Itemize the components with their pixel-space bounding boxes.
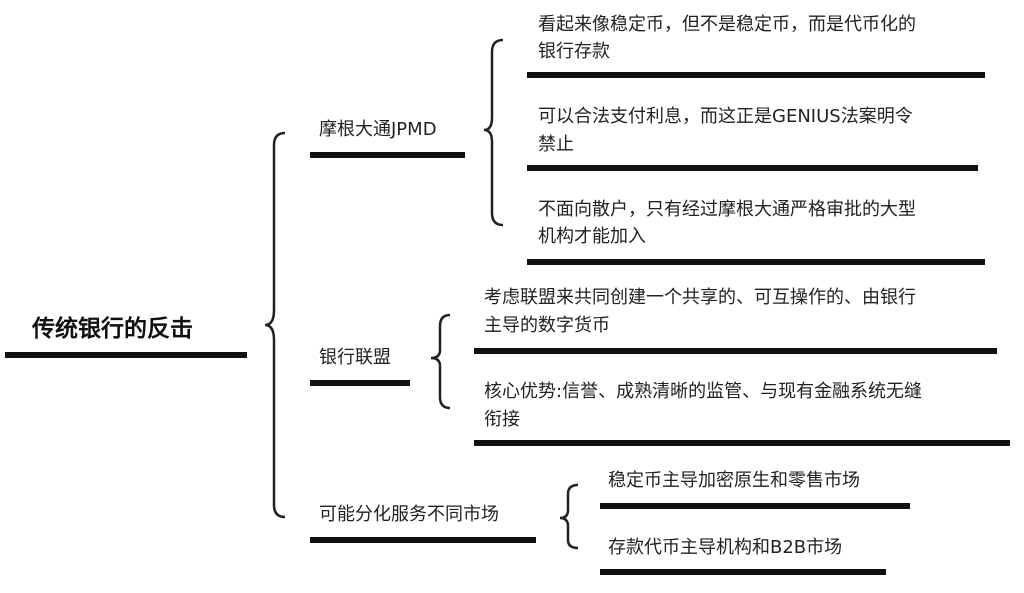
leaf-text: 考虑联盟来共同创建一个共享的、可互操作的、由银行 xyxy=(484,287,916,308)
branch-bank-alliance: 银行联盟 xyxy=(319,347,391,368)
leaf-text: 衔接 xyxy=(484,409,520,430)
leaf-underline xyxy=(600,503,910,509)
branch-jpmd: 摩根大通JPMD xyxy=(319,119,437,140)
branch-underline xyxy=(310,380,410,386)
leaf-text: 银行存款 xyxy=(538,41,610,62)
leaf-underline xyxy=(527,72,985,78)
leaf-underline xyxy=(600,569,886,575)
leaf-text: 可以合法支付利息，而这正是GENIUS法案明令 xyxy=(538,106,913,127)
leaf-text: 稳定币主导加密原生和零售市场 xyxy=(608,470,860,491)
market-brace xyxy=(559,483,579,550)
leaf-text: 禁止 xyxy=(538,134,574,155)
leaf-text: 核心优势:信誉、成熟清晰的监管、与现有金融系统无缝 xyxy=(484,381,923,402)
leaf-text: 存款代币主导机构和B2B市场 xyxy=(608,537,843,558)
leaf-text: 主导的数字货币 xyxy=(484,315,610,336)
leaf-text: 不面向散户，只有经过摩根大通严格审批的大型 xyxy=(538,199,916,220)
branch-underline xyxy=(310,537,536,543)
root-brace xyxy=(264,131,286,519)
leaf-text: 看起来像稳定币，但不是稳定币，而是代币化的 xyxy=(538,14,916,35)
leaf-underline xyxy=(527,259,985,265)
leaf-underline xyxy=(474,348,997,354)
alliance-brace xyxy=(430,313,451,410)
root-topic: 传统银行的反击 xyxy=(32,316,193,342)
branch-underline xyxy=(310,152,465,158)
leaf-text: 机构才能加入 xyxy=(538,226,646,247)
jpmd-brace xyxy=(483,38,504,227)
leaf-underline xyxy=(527,165,978,171)
branch-market-split: 可能分化服务不同市场 xyxy=(319,504,499,525)
leaf-underline xyxy=(474,440,1010,446)
root-underline xyxy=(5,352,247,358)
